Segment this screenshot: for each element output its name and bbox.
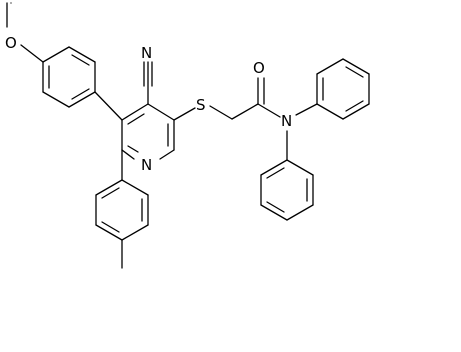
cyano-group: N [141,44,153,105]
methoxyphenyl-ring [42,46,96,108]
pyridine-ring: N [121,103,175,174]
sulfur-methylene-bond [209,105,233,120]
pyridine-sulfur-bond [173,107,196,121]
n-phenyl1-bond [295,103,318,116]
o-aryl-bond [20,44,44,63]
tolyl-ring [95,179,149,241]
acetamide-group: O N [231,59,292,130]
methoxy-group: O [5,2,44,63]
carbonyl-oxygen-label: O [253,59,265,77]
methoxy-oxygen-label: O [5,34,17,52]
pyridine-nitrogen-label: N [141,156,152,174]
aryl-pyridine-bond-1 [94,91,123,121]
thioether-sulfur-label: S [196,96,206,114]
amide-nitrogen-label: N [281,112,292,130]
phenyl-ring-2 [260,159,314,221]
phenyl-ring-1 [316,58,370,120]
cyano-nitrogen-label: N [141,44,152,62]
